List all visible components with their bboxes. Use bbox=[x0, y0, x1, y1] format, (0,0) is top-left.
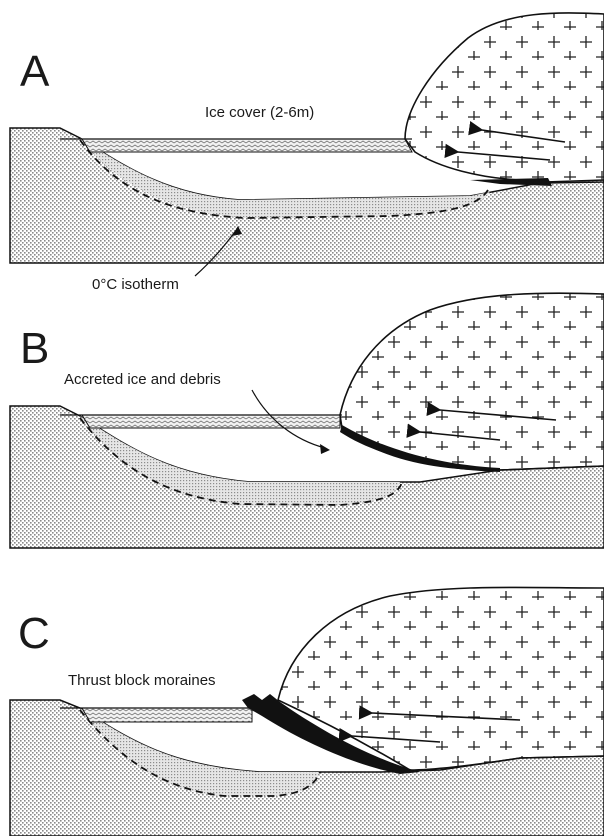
ice-cover-b bbox=[82, 415, 340, 428]
panel-letter-b: B bbox=[20, 324, 49, 373]
glacier-a bbox=[405, 13, 604, 183]
panel-a: A Ice cover (2-6m) 0°C isotherm bbox=[10, 0, 604, 293]
ice-cover-c bbox=[82, 708, 252, 722]
leader-arrow-b bbox=[320, 444, 330, 454]
basal-ice-a bbox=[470, 178, 552, 186]
panel-letter-c: C bbox=[18, 609, 50, 658]
accreted-label: Accreted ice and debris bbox=[64, 371, 221, 388]
isotherm-label: 0°C isotherm bbox=[92, 276, 179, 293]
panel-c: C Thrust block moraines bbox=[10, 587, 604, 836]
ice-cover-a bbox=[82, 139, 412, 152]
ice-cover-label: Ice cover (2-6m) bbox=[205, 104, 314, 121]
panel-letter-a: A bbox=[20, 47, 50, 96]
thrust-label: Thrust block moraines bbox=[68, 672, 216, 689]
panel-b: B Accreted ice and debris bbox=[10, 293, 604, 548]
